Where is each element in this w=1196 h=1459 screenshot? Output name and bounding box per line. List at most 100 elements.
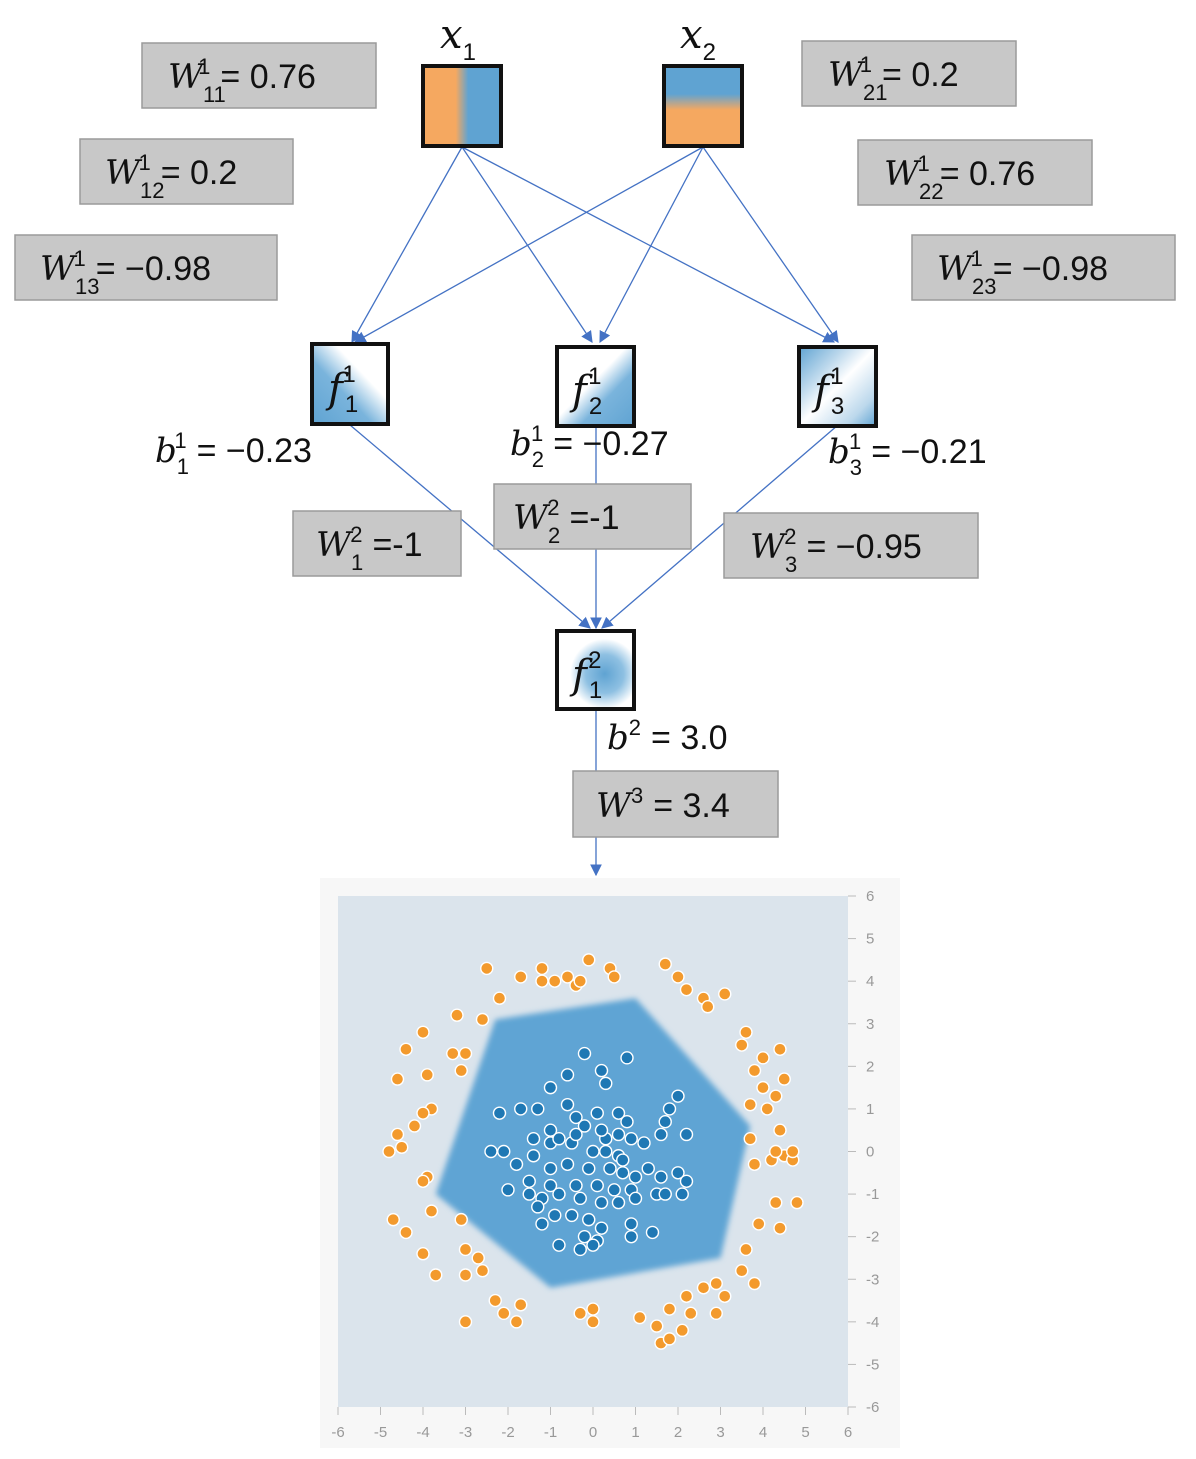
y-tick-label: -1	[866, 1186, 879, 1203]
weight-box-w21: W211= 0.2	[801, 40, 1017, 107]
orange-point	[769, 1089, 783, 1103]
blue-point	[675, 1187, 689, 1201]
x-tick-label: 4	[759, 1424, 767, 1441]
orange-point	[747, 1063, 762, 1078]
blue-point	[624, 1132, 638, 1146]
orange-point	[475, 1264, 490, 1278]
weight-box-w1-2: W12=-1	[292, 510, 462, 577]
orange-point	[773, 1042, 787, 1057]
x-tick-label: -4	[416, 1424, 429, 1441]
blue-point	[628, 1170, 643, 1184]
orange-point	[671, 970, 685, 984]
orange-point	[492, 991, 507, 1005]
blue-point	[552, 1238, 566, 1252]
blue-point	[641, 1161, 655, 1176]
weight-box-w23: W231= −0.98	[911, 234, 1176, 301]
blue-point	[671, 1089, 685, 1103]
hidden-node-f21: f21	[555, 345, 636, 428]
blue-point	[628, 1191, 643, 1206]
blue-point	[501, 1183, 515, 1197]
orange-point	[395, 1140, 409, 1154]
x-tick-label: 1	[631, 1424, 639, 1441]
orange-point	[416, 1174, 430, 1189]
blue-point	[509, 1157, 524, 1171]
blue-point	[594, 1195, 609, 1210]
orange-point	[679, 1289, 694, 1303]
orange-point	[735, 1264, 749, 1278]
blue-point	[522, 1174, 536, 1189]
orange-point	[535, 974, 549, 988]
orange-point	[756, 1051, 770, 1065]
orange-point	[743, 1097, 757, 1112]
blue-point	[569, 1178, 583, 1193]
orange-point	[509, 1315, 524, 1329]
blue-point	[645, 1225, 660, 1240]
blue-point	[654, 1170, 668, 1184]
weight-box-w3: W3= 3.4	[572, 770, 779, 838]
orange-point	[786, 1144, 800, 1159]
blue-point	[560, 1097, 575, 1112]
y-tick-label: 6	[866, 888, 874, 905]
orange-point	[735, 1038, 749, 1052]
blue-point	[492, 1106, 507, 1120]
hidden-node-f31: f31	[797, 345, 878, 428]
blue-point	[543, 1161, 558, 1176]
svg-text:W3= 3.4: W3= 3.4	[596, 783, 730, 826]
orange-point	[458, 1315, 473, 1329]
hidden-node-f11: f11	[310, 342, 390, 426]
orange-point	[399, 1042, 413, 1057]
weight-box-w3-2: W32= −0.95	[723, 512, 979, 579]
bias-b1: b11= −0.23	[155, 428, 312, 479]
orange-point	[386, 1212, 400, 1227]
orange-point	[480, 961, 494, 976]
orange-point	[586, 1315, 600, 1329]
orange-point	[488, 1293, 502, 1308]
blue-point	[543, 1178, 558, 1193]
orange-point	[454, 1063, 468, 1078]
blue-point	[620, 1114, 634, 1129]
orange-point	[407, 1119, 422, 1133]
orange-point	[382, 1144, 396, 1159]
blue-point	[565, 1208, 579, 1223]
blue-point	[671, 1166, 685, 1180]
bias-b2-output: b2= 3.0	[607, 715, 728, 758]
orange-point	[514, 970, 528, 984]
orange-point	[446, 1046, 460, 1061]
weight-box-w11: W111= 0.76	[141, 42, 377, 109]
orange-point	[454, 1212, 468, 1227]
x-tick-label: -3	[459, 1424, 472, 1441]
orange-point	[514, 1298, 528, 1312]
output-node-f12: f12	[555, 629, 636, 711]
bias-b3: b31= −0.21	[828, 429, 987, 480]
orange-point	[675, 1323, 689, 1338]
y-tick-label: 4	[866, 973, 874, 990]
orange-point	[390, 1127, 405, 1142]
svg-text:W211= 0.2: W211= 0.2	[828, 52, 959, 105]
orange-point	[662, 1302, 677, 1316]
x-tick-label: 5	[801, 1424, 809, 1441]
blue-point	[616, 1166, 630, 1180]
bias-b2: b21= −0.27	[510, 421, 669, 472]
blue-point	[662, 1102, 677, 1116]
blue-point	[658, 1114, 672, 1129]
orange-point	[747, 1157, 762, 1171]
blue-point	[573, 1191, 587, 1206]
orange-point	[607, 970, 621, 984]
orange-point	[560, 970, 575, 984]
decision-region-polygon	[435, 998, 751, 1288]
blue-point	[637, 1136, 651, 1150]
y-tick-label: 2	[866, 1058, 874, 1075]
blue-point	[582, 1161, 596, 1176]
blue-point	[484, 1144, 498, 1159]
orange-point	[475, 1012, 490, 1027]
blue-point	[607, 1183, 621, 1197]
blue-point	[594, 1221, 609, 1235]
blue-point	[594, 1063, 609, 1078]
blue-point	[582, 1212, 596, 1227]
blue-point	[624, 1217, 638, 1231]
orange-point	[773, 1123, 787, 1137]
orange-point	[416, 1246, 430, 1261]
blue-point	[543, 1080, 558, 1095]
orange-point	[416, 1025, 430, 1039]
